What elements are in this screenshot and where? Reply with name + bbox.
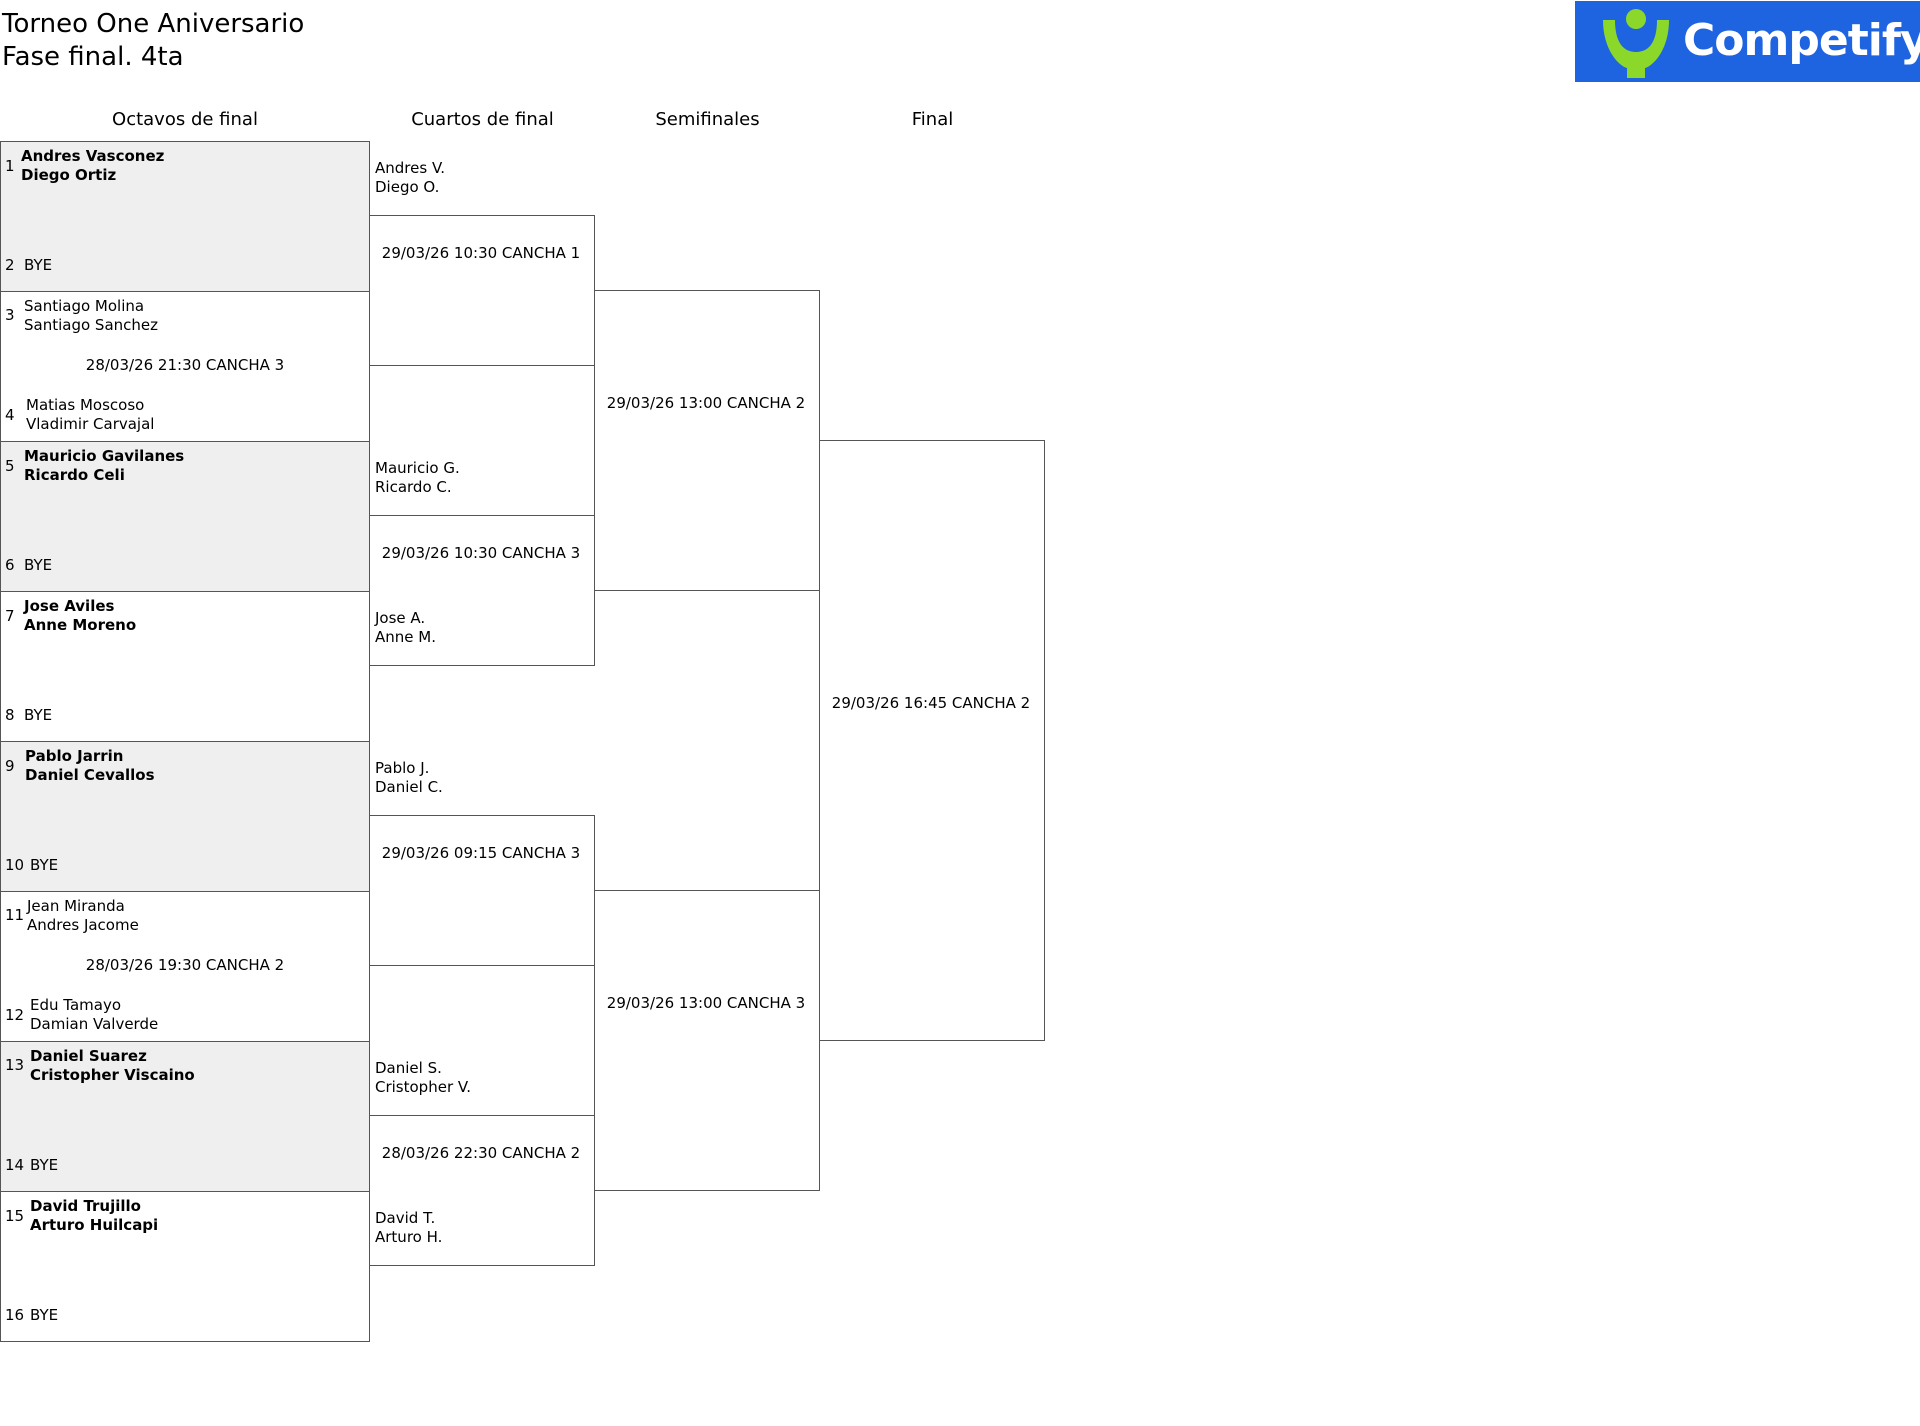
seed-number: 1 [5,157,15,175]
tournament-subtitle: Fase final. 4ta [2,42,184,72]
sf-match-2 [594,890,820,1191]
match-schedule: 29/03/26 13:00 CANCHA 3 [606,994,806,1012]
seed-number: 6 [5,556,15,574]
seed-number: 11 [5,906,25,924]
match-schedule: 29/03/26 16:45 CANCHA 2 [831,694,1031,712]
team-player: Andres Vasconez [21,147,165,165]
team-player: Santiago Molina [24,297,145,315]
team-player: Damian Valverde [30,1015,159,1033]
competify-logo: Competify [1575,1,1920,82]
team-player: Vladimir Carvajal [26,415,155,433]
seed-number: 13 [5,1056,25,1074]
team-player: Andres Jacome [27,916,139,934]
round-header-cuartos: Cuartos de final [411,109,554,130]
bye-label: BYE [30,1156,59,1174]
match-schedule: 29/03/26 09:15 CANCHA 3 [381,844,581,862]
seed-number: 2 [5,256,15,274]
round-header-semifinales: Semifinales [655,109,760,130]
round-header-octavos: Octavos de final [112,109,258,130]
r16-match-1 [0,141,370,292]
seed-number: 7 [5,607,15,625]
team-player: Edu Tamayo [30,996,122,1014]
seed-number: 15 [5,1207,25,1225]
seed-number: 4 [5,406,15,424]
team-player: Mauricio G. [375,459,460,477]
logo-text: Competify [1683,15,1920,66]
team-player: Cristopher V. [375,1078,471,1096]
team-player: Jean Miranda [27,897,125,915]
match-schedule: 29/03/26 10:30 CANCHA 1 [381,244,581,262]
team-player: Pablo J. [375,759,430,777]
seed-number: 14 [5,1156,25,1174]
r16-match-8 [0,1191,370,1342]
team-player: Ricardo Celi [24,466,125,484]
qf-match-1 [369,215,595,366]
seed-number: 16 [5,1306,25,1324]
bye-label: BYE [24,256,53,274]
team-player: Cristopher Viscaino [30,1066,195,1084]
team-player: Arturo H. [375,1228,443,1246]
team-player: Matias Moscoso [26,396,145,414]
team-player: David Trujillo [30,1197,141,1215]
match-schedule: 29/03/26 13:00 CANCHA 2 [606,394,806,412]
team-player: Santiago Sanchez [24,316,159,334]
team-player: Andres V. [375,159,446,177]
sf-match-1 [594,290,820,591]
seed-number: 5 [5,457,15,475]
bye-label: BYE [30,856,59,874]
team-player: Anne M. [375,628,436,646]
team-player: Daniel C. [375,778,443,796]
competify-logo-icon [1603,9,1669,78]
bye-label: BYE [24,706,53,724]
team-player: Jose Aviles [24,597,115,615]
team-player: Anne Moreno [24,616,137,634]
team-player: Jose A. [375,609,426,627]
tournament-title: Torneo One Aniversario [2,9,305,39]
seed-number: 12 [5,1006,25,1024]
match-schedule: 28/03/26 22:30 CANCHA 2 [381,1144,581,1162]
team-player: Ricardo C. [375,478,452,496]
match-schedule: 29/03/26 10:30 CANCHA 3 [381,544,581,562]
seed-number: 9 [5,757,15,775]
team-player: Diego O. [375,178,440,196]
team-player: Diego Ortiz [21,166,117,184]
r16-match-3 [0,441,370,592]
r16-match-5 [0,741,370,892]
team-player: Daniel Suarez [30,1047,147,1065]
r16-match-7 [0,1041,370,1192]
match-schedule: 28/03/26 19:30 CANCHA 2 [85,956,285,974]
seed-number: 10 [5,856,25,874]
seed-number: 8 [5,706,15,724]
match-schedule: 28/03/26 21:30 CANCHA 3 [85,356,285,374]
bye-label: BYE [24,556,53,574]
team-player: Pablo Jarrin [25,747,124,765]
team-player: Daniel Cevallos [25,766,155,784]
team-player: Arturo Huilcapi [30,1216,159,1234]
bye-label: BYE [30,1306,59,1324]
round-header-final: Final [911,109,954,130]
team-player: Mauricio Gavilanes [24,447,185,465]
seed-number: 3 [5,306,15,324]
qf-match-3 [369,815,595,966]
team-player: Daniel S. [375,1059,442,1077]
final-match [819,440,1045,1041]
team-player: David T. [375,1209,436,1227]
